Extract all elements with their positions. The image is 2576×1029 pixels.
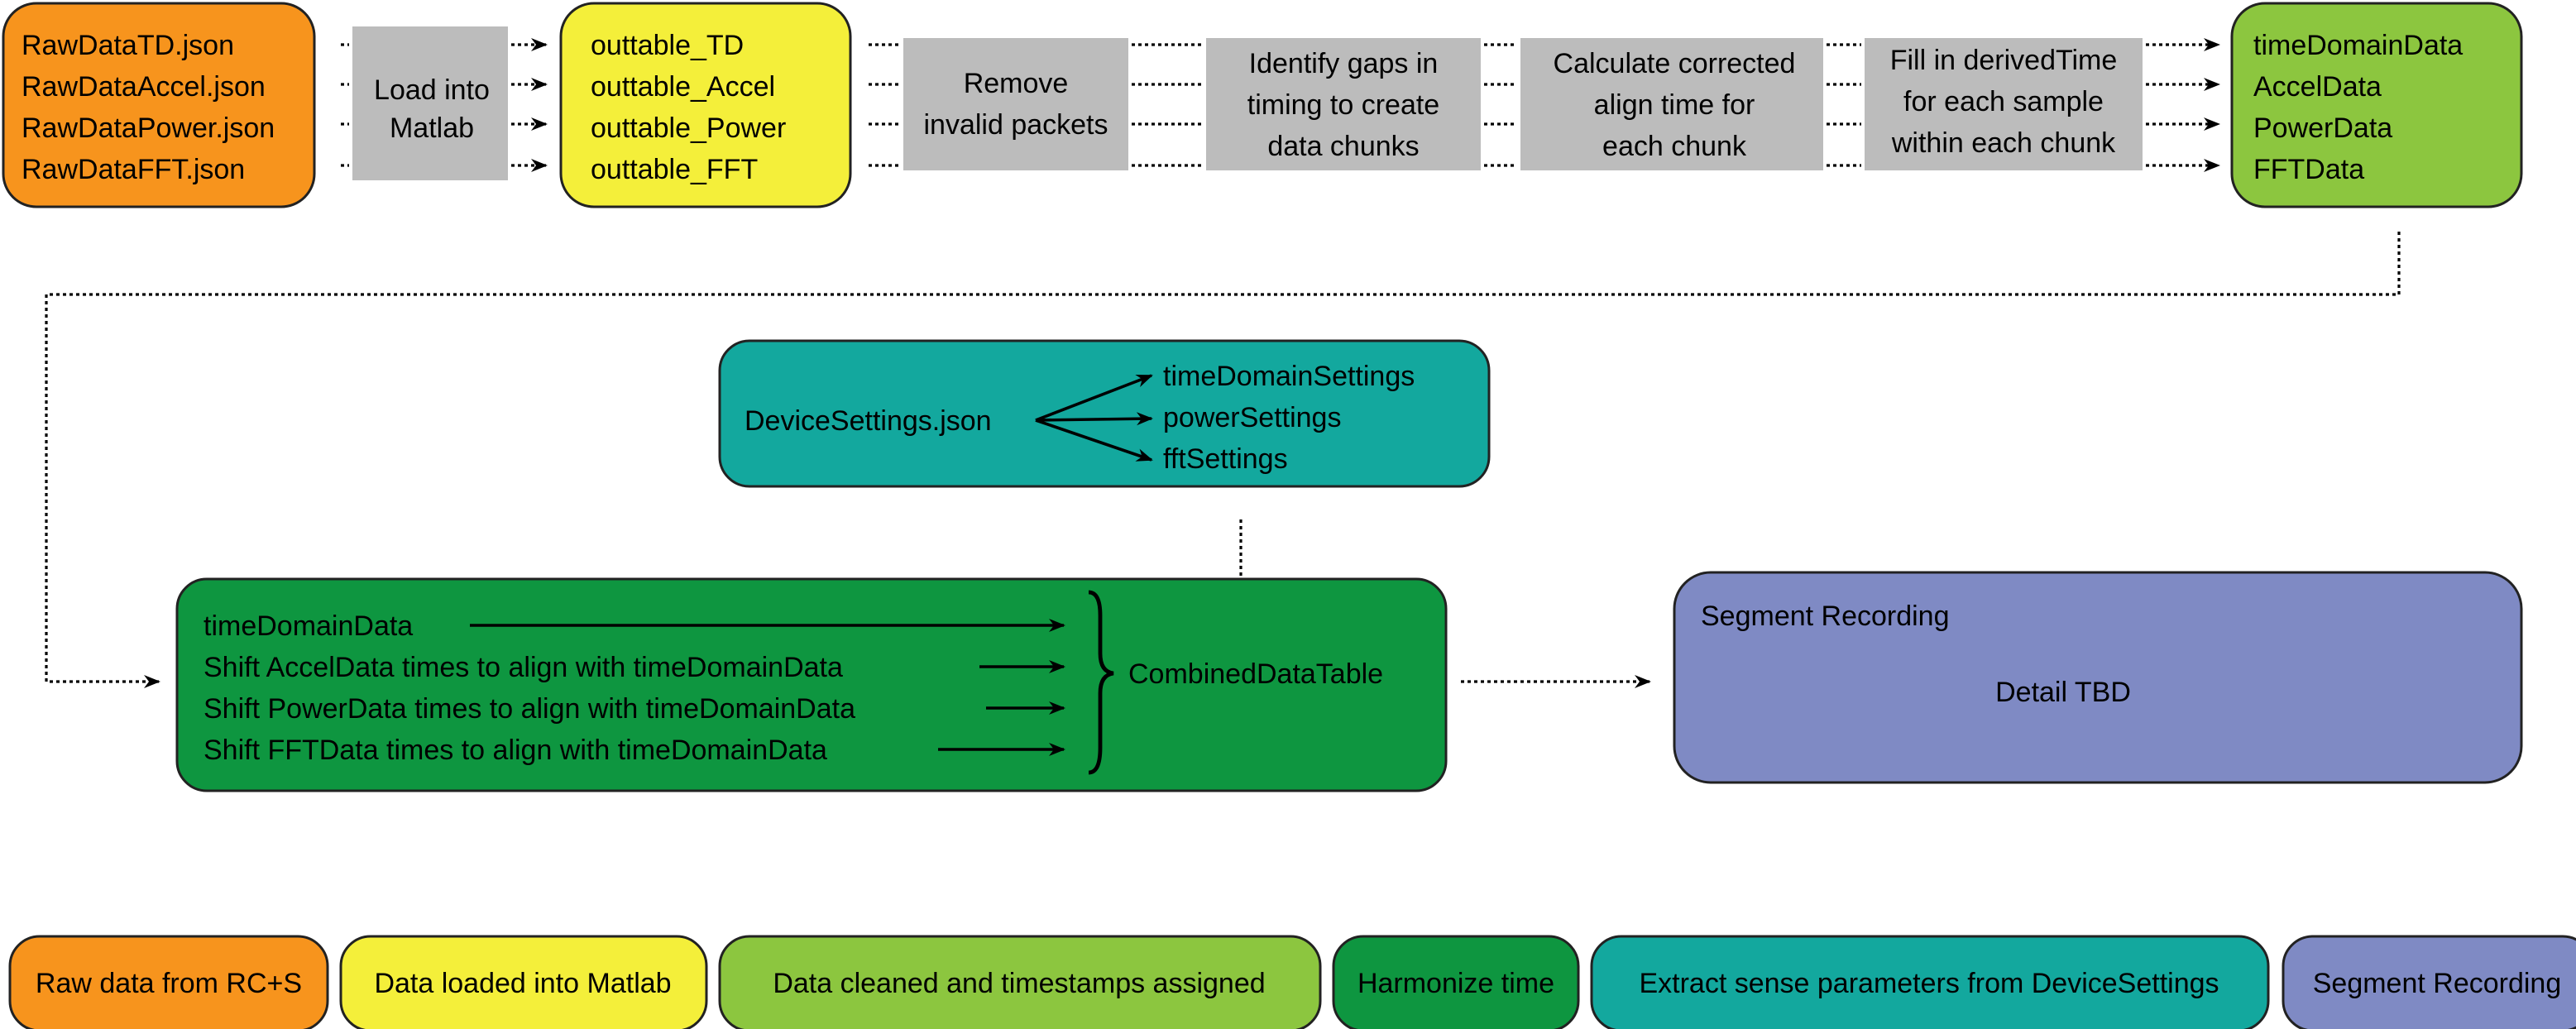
outtable-3: outtable_Power (591, 112, 786, 144)
load-step-line-1: Load into (374, 74, 490, 106)
device-settings-source: DeviceSettings.json (745, 405, 992, 437)
remove-packets-box (903, 38, 1128, 170)
segment-recording-box (1673, 571, 2523, 784)
segment-title: Segment Recording (1701, 601, 1950, 632)
harmonize-row-2: Shift AccelData times to align with time… (203, 652, 843, 683)
legend-segment-box (2282, 935, 2576, 1029)
align-line-1: Calculate corrected (1554, 48, 1796, 79)
output-3: PowerData (2253, 112, 2392, 144)
gaps-line-1: Identify gaps in (1249, 48, 1439, 79)
output-4: FFTData (2253, 154, 2364, 185)
align-line-3: each chunk (1602, 131, 1747, 162)
harmonize-row-3: Shift PowerData times to align with time… (203, 693, 855, 725)
fill-line-1: Fill in derivedTime (1890, 45, 2118, 76)
legend-harmonize-box (1332, 935, 1580, 1029)
output-1: timeDomainData (2253, 30, 2463, 61)
legend-cleaned-box (718, 935, 1322, 1029)
load-step-line-2: Matlab (390, 112, 474, 144)
harmonize-row-4: Shift FFTData times to align with timeDo… (203, 735, 827, 766)
load-step-box (352, 26, 508, 180)
harmonize-box (175, 577, 1448, 792)
legend-cleaned-label: Data cleaned and timestamps assigned (773, 968, 1265, 999)
remove-line-1: Remove (964, 68, 1069, 99)
identify-gaps-box (1206, 38, 1481, 170)
legend-raw-label: Raw data from RC+S (36, 968, 302, 999)
outtable-1: outtable_TD (591, 30, 744, 61)
align-line-2: align time for (1594, 89, 1755, 121)
segment-detail: Detail TBD (1995, 677, 2131, 708)
outtables-box (559, 2, 852, 208)
device-setting-1: timeDomainSettings (1163, 361, 1415, 392)
outtable-2: outtable_Accel (591, 71, 775, 103)
device-setting-2: powerSettings (1163, 402, 1341, 433)
raw-file-1: RawDataTD.json (22, 30, 234, 61)
legend-loaded-box (339, 935, 708, 1029)
output-2: AccelData (2253, 71, 2382, 103)
legend-segment-label: Segment Recording (2313, 968, 2562, 999)
fill-derived-time-box (1865, 38, 2143, 170)
curly-brace (1088, 590, 1114, 775)
combined-table-label: CombinedDataTable (1128, 658, 1383, 690)
harmonize-row-1: timeDomainData (203, 610, 413, 642)
raw-file-3: RawDataPower.json (22, 112, 275, 144)
device-setting-3: fftSettings (1163, 443, 1288, 475)
legend: Raw data from RC+S Data loaded into Matl… (8, 935, 2576, 1029)
legend-extract-label: Extract sense parameters from DeviceSett… (1639, 968, 2219, 999)
outtable-4: outtable_FFT (591, 154, 758, 185)
legend-loaded-label: Data loaded into Matlab (374, 968, 671, 999)
legend-extract-box (1590, 935, 2270, 1029)
fill-line-2: for each sample (1903, 86, 2104, 117)
device-split-arrows (1035, 374, 1153, 462)
legend-raw-box (8, 935, 329, 1029)
harmonize-arrows (470, 619, 1065, 756)
gaps-line-2: timing to create (1247, 89, 1439, 121)
raw-data-box (2, 2, 316, 208)
raw-file-2: RawDataAccel.json (22, 71, 266, 103)
output-data-box (2230, 2, 2523, 208)
top-row-connectors (45, 38, 2401, 688)
fill-line-3: within each chunk (1891, 127, 2116, 159)
legend-harmonize-label: Harmonize time (1357, 968, 1554, 999)
device-settings-box (718, 339, 1491, 488)
remove-line-2: invalid packets (923, 109, 1108, 141)
gaps-line-3: data chunks (1267, 131, 1419, 162)
align-time-box (1520, 38, 1823, 170)
raw-file-4: RawDataFFT.json (22, 154, 245, 185)
